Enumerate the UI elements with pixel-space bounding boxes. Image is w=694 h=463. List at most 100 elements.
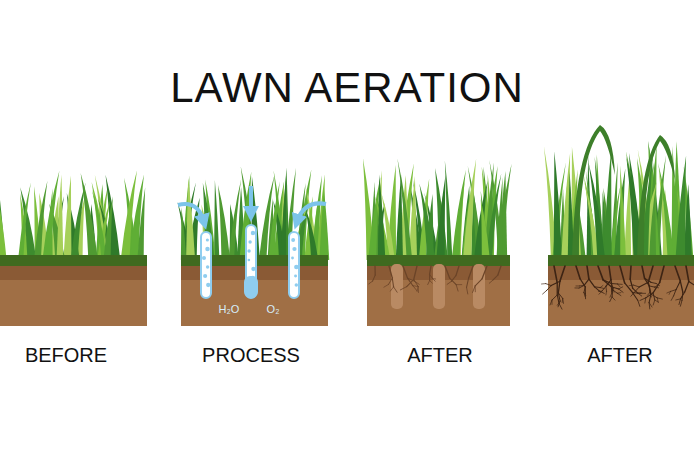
root [414, 266, 417, 279]
grass-blade [445, 160, 453, 260]
surface [0, 255, 694, 266]
root [551, 281, 560, 285]
root [649, 303, 652, 307]
soil [548, 258, 694, 326]
root [576, 266, 580, 279]
root [642, 266, 645, 278]
root [599, 291, 602, 294]
root [433, 278, 436, 279]
grass-blade [419, 184, 435, 260]
curled-blade [572, 125, 615, 258]
root [394, 287, 398, 292]
root [456, 285, 458, 291]
grass-blade [319, 189, 329, 260]
root [384, 284, 389, 287]
root [653, 282, 660, 292]
root [612, 290, 617, 294]
root [685, 281, 689, 292]
grass-blade [81, 173, 98, 260]
root [595, 286, 601, 288]
title: LAWN AERATION [170, 64, 524, 112]
root [638, 292, 642, 293]
grass-blade [71, 182, 86, 260]
root [390, 287, 393, 291]
root [651, 282, 656, 283]
root [600, 291, 604, 293]
root [576, 285, 579, 286]
root [609, 266, 611, 280]
topsoil [0, 266, 147, 280]
roots [369, 264, 694, 309]
grass-blade [63, 175, 71, 260]
root [552, 300, 553, 304]
grass-strip [0, 255, 147, 266]
aeration-tube [289, 232, 299, 298]
root [589, 279, 595, 287]
grass-blade [121, 170, 137, 260]
grass-blade [104, 196, 113, 260]
chemical-label: O₂ [267, 303, 280, 315]
grass-blade [452, 170, 466, 260]
root [445, 266, 450, 278]
root [629, 266, 631, 279]
bubble [292, 247, 296, 251]
grass-blade [378, 174, 385, 260]
root [612, 297, 615, 300]
root [373, 275, 376, 281]
bubble [251, 231, 255, 235]
grass-blade [18, 182, 31, 260]
root [653, 300, 655, 305]
bubble [205, 247, 209, 251]
root [557, 283, 558, 295]
root [558, 281, 560, 293]
bubble [203, 274, 207, 278]
grass-blade [269, 181, 280, 260]
root [679, 299, 681, 305]
root [559, 304, 562, 310]
root [646, 293, 653, 298]
root [619, 289, 623, 292]
root [634, 287, 639, 292]
root [400, 287, 406, 290]
soil [367, 258, 510, 326]
grass-blade [57, 174, 64, 260]
grass-blade [42, 171, 59, 260]
root [482, 266, 487, 279]
root [630, 279, 633, 288]
grass-blade [181, 207, 186, 260]
root [617, 292, 621, 294]
root [584, 279, 589, 285]
root [428, 281, 430, 285]
grass-blade [281, 168, 289, 260]
grass-blade [281, 177, 287, 260]
root [680, 300, 682, 306]
grass-blade [603, 149, 611, 260]
root [675, 266, 680, 281]
panel-caption: AFTER [587, 344, 653, 367]
root [430, 281, 433, 284]
root [648, 266, 653, 282]
grass-blade [497, 164, 512, 260]
root [610, 297, 612, 302]
root [554, 266, 557, 283]
aeration-tube [201, 232, 211, 298]
bubble [295, 283, 298, 286]
root [447, 281, 451, 284]
root [620, 266, 625, 283]
root [456, 284, 462, 285]
bubble [206, 283, 210, 287]
root [369, 281, 373, 284]
root [543, 291, 547, 294]
panel-caption: AFTER [407, 344, 473, 367]
root [558, 293, 562, 298]
root [639, 282, 648, 287]
root [631, 292, 634, 296]
root [617, 293, 621, 295]
root [585, 287, 586, 294]
root [640, 298, 646, 301]
chemical-label: H₂O [219, 303, 240, 315]
root [389, 266, 392, 278]
grass-blade [554, 151, 562, 260]
root [610, 293, 612, 297]
root [562, 298, 564, 302]
